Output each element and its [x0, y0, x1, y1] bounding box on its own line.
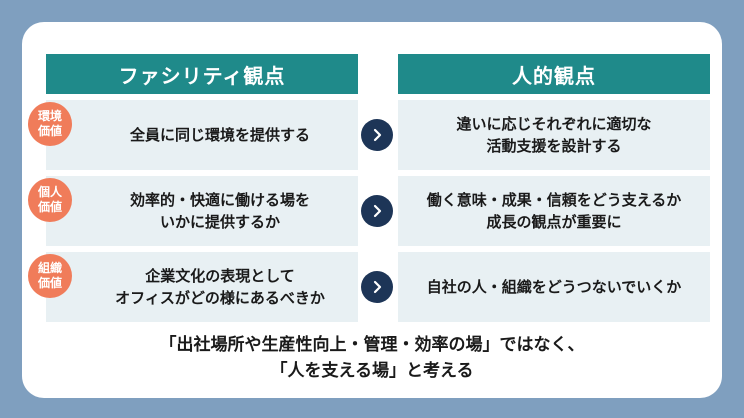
header-facility: ファシリティ観点 — [46, 54, 358, 94]
main-card: ファシリティ観点 人的観点 全員に同じ環境を提供する 環境 価値 違いに応じそれ… — [22, 22, 722, 398]
row3-right-cell: 自社の人・組織をどうつないでいくか — [398, 252, 710, 322]
row2-left-line2: いかに提供するか — [159, 213, 280, 231]
row2-right-cell: 働く意味・成果・信頼をどう支えるか 成長の観点が重要に — [398, 176, 710, 246]
header-human: 人的観点 — [398, 54, 710, 94]
row3-right-text: 自社の人・組織をどうつないでいくか — [426, 278, 682, 296]
row2-right-line1: 働く意味・成果・信頼をどう支えるか — [426, 191, 682, 209]
row1-right-line1: 違いに応じそれぞれに適切な — [456, 115, 652, 133]
conclusion-line1: 「出社場所や生産性向上・管理・効率の場」ではなく、 — [159, 335, 585, 355]
row2-left-line1: 効率的・快適に働ける場を — [129, 191, 310, 209]
row2-right-line2: 成長の観点が重要に — [486, 213, 622, 231]
row1-right-line2: 活動支援を設計する — [486, 137, 622, 155]
row3-arrow-icon — [361, 271, 393, 303]
row2-badge: 個人 価値 — [28, 178, 72, 222]
row1-badge: 環境 価値 — [28, 102, 72, 146]
row3-left-line1: 企業文化の表現として — [145, 267, 295, 285]
row3-badge: 組織 価値 — [28, 254, 72, 298]
row2-arrow-icon — [361, 195, 393, 227]
conclusion-text: 「出社場所や生産性向上・管理・効率の場」ではなく、 「人を支える場」と考える — [22, 332, 722, 384]
conclusion-line2: 「人を支える場」と考える — [270, 361, 474, 381]
row2-left-cell: 効率的・快適に働ける場を いかに提供するか — [46, 176, 358, 246]
row3-left-line2: オフィスがどの様にあるべきか — [115, 289, 325, 307]
row1-arrow-icon — [361, 119, 393, 151]
row1-right-cell: 違いに応じそれぞれに適切な 活動支援を設計する — [398, 100, 710, 170]
row1-left-cell: 全員に同じ環境を提供する — [46, 100, 358, 170]
row1-left-text: 全員に同じ環境を提供する — [129, 126, 310, 144]
row3-left-cell: 企業文化の表現として オフィスがどの様にあるべきか — [46, 252, 358, 322]
